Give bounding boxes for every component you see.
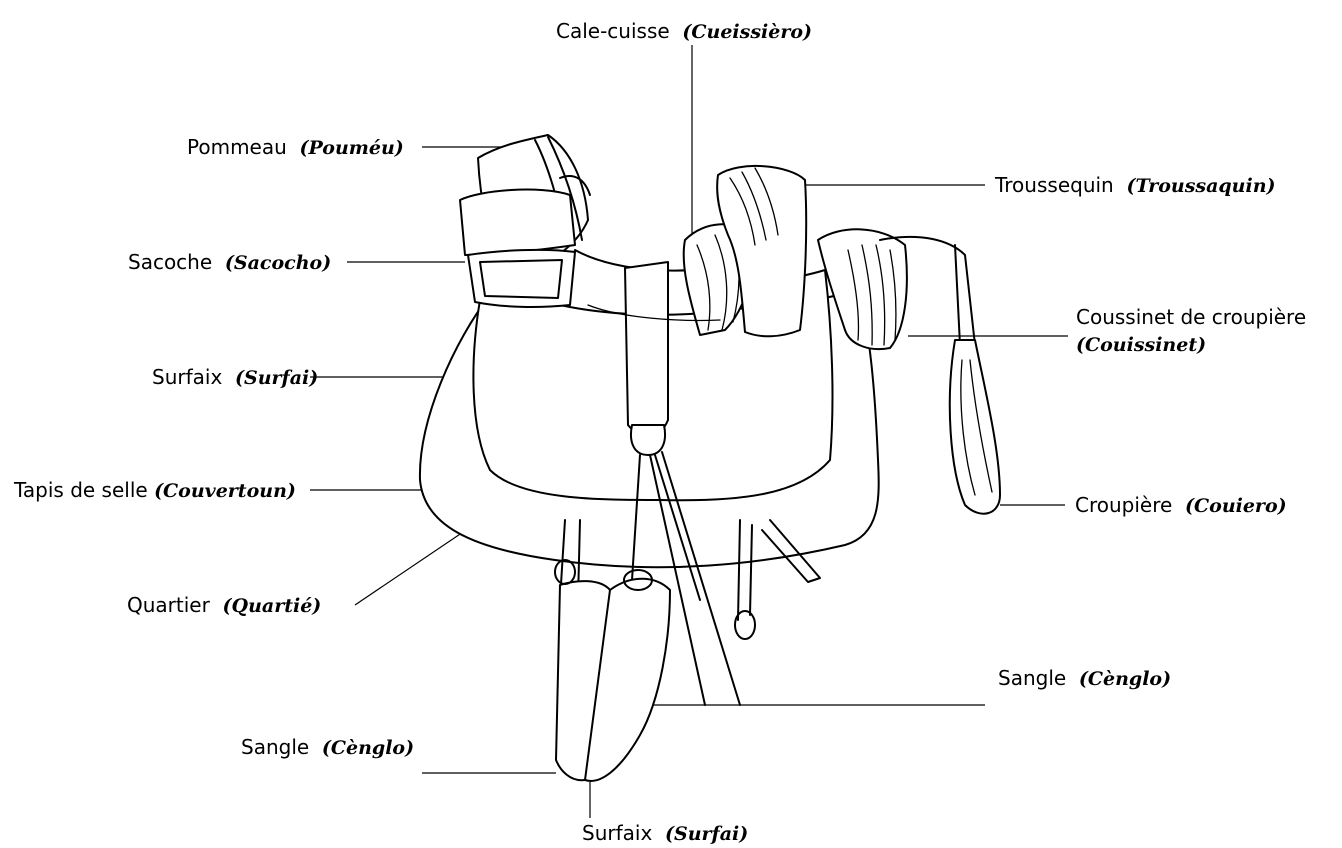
- label-sacoche: Sacoche (Sacocho): [128, 251, 331, 274]
- label-croupiere: Croupière (Couiero): [1075, 494, 1287, 517]
- surcingle: [625, 262, 668, 436]
- label-tapis: Tapis de selle (Couvertoun): [14, 479, 296, 502]
- label-cale-cuisse: Cale-cuisse (Cueissièro): [556, 20, 812, 43]
- label-surfaix-top: Surfaix (Surfai): [152, 366, 318, 389]
- label-surfaix-bottom: Surfaix (Surfai): [582, 822, 748, 845]
- saddle-bag: [460, 190, 575, 255]
- label-pommeau: Pommeau (Pouméu): [187, 136, 404, 159]
- label-troussequin: Troussequin (Troussaquin): [995, 174, 1276, 197]
- label-sangle-right: Sangle (Cènglo): [998, 667, 1171, 690]
- label-quartier: Quartier (Quartié): [127, 594, 321, 617]
- label-sangle-left: Sangle (Cènglo): [241, 736, 414, 759]
- label-coussinet: Coussinet de croupière (Couissinet): [1076, 306, 1306, 356]
